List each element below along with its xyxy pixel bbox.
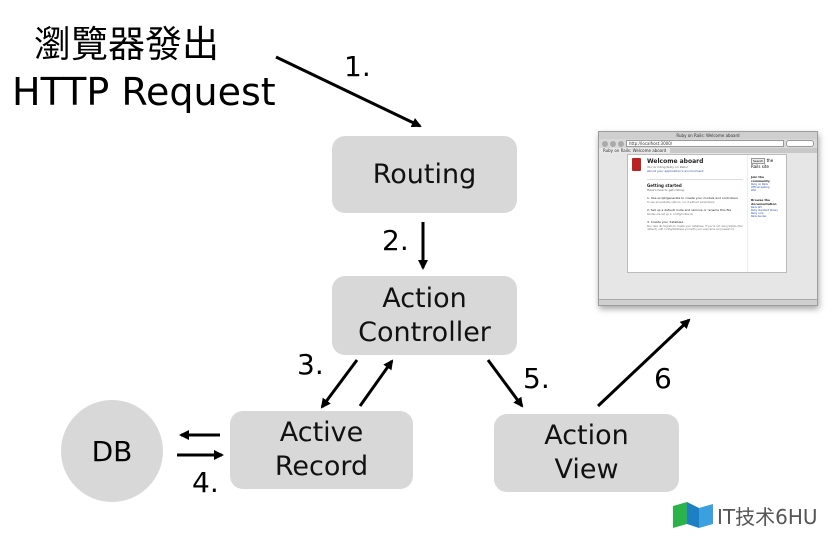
rails-environment-link: About your application's environment [647, 169, 704, 173]
step-3-label: 3. [297, 348, 324, 381]
action-controller-label-line-2: Controller [358, 316, 491, 348]
getting-started-heading: Getting started [647, 183, 682, 188]
rails-welcome-heading: Welcome aboard [647, 158, 704, 165]
rails-step-3-note: Run rake db:migrate to create your datab… [647, 225, 743, 231]
reload-icon [618, 140, 624, 147]
rails-main-column: Welcome aboard You're riding Ruby on Rai… [628, 155, 747, 272]
arrow-controller-to-record [320, 359, 359, 409]
browser-toolbar: http://localhost:3000/ [599, 139, 817, 148]
database-node: DB [61, 400, 163, 502]
active-record-node: Active Record [230, 411, 413, 489]
rails-logo-icon [632, 158, 641, 171]
browser-search-box [786, 140, 814, 147]
active-record-label-line-2: Record [274, 451, 369, 482]
arrow-controller-to-view [486, 359, 524, 408]
join-link: Wiki [751, 189, 757, 192]
join-link: Ruby on Rails [751, 183, 768, 186]
step-5-label: 5. [523, 362, 550, 395]
join-link: Official weblog [751, 186, 770, 189]
browser-url-bar: http://localhost:3000/ [626, 140, 784, 147]
browser-titlebar: Ruby on Rails: Welcome aboard [599, 132, 817, 139]
database-label: DB [91, 434, 133, 468]
active-record-label-line-1: Active [279, 417, 364, 448]
step-6-label: 6 [654, 362, 672, 395]
browser-tab-bar: Ruby on Rails: Welcome aboard [599, 148, 817, 153]
action-controller-label-line-1: Action [382, 282, 467, 314]
rails-step-1-note: To see all available options, run it wit… [647, 201, 716, 204]
rails-step-2: 2. Set up a default route and remove or … [647, 208, 732, 212]
browser-statusbar [599, 299, 817, 305]
join-community-heading: Join the community [751, 175, 770, 183]
watermark-text: IT技术6HU [717, 504, 818, 529]
watermark-logo-icon [673, 502, 713, 528]
docs-link: Rails Guides [751, 215, 767, 218]
rails-welcome-page: Welcome aboard You're riding Ruby on Rai… [627, 154, 787, 273]
diagram-title-line-1: 瀏覽器發出 [34, 23, 219, 66]
docs-link: Ruby core [751, 212, 764, 215]
getting-started-section: Getting started Here's how to get rollin… [647, 179, 743, 231]
action-controller-node: Action Controller [332, 276, 517, 355]
step-4-label: 4. [192, 466, 219, 499]
action-view-label-line-1: Action [544, 420, 629, 451]
rails-sidebar: Search the Rails site Join the community… [747, 155, 786, 272]
routing-node: Routing [332, 136, 517, 213]
step-1-label: 1. [344, 50, 371, 83]
step-2-label: 2. [382, 224, 409, 257]
forward-icon [610, 140, 616, 147]
arrow-record-to-controller [358, 359, 394, 407]
rails-step-3: 3. Create your database [647, 220, 684, 224]
arrow-request-to-routing [275, 55, 422, 128]
rails-search-row: Search the Rails site [751, 158, 783, 169]
back-icon [602, 140, 608, 147]
browse-docs-heading: Browse the documentation [751, 198, 777, 206]
action-view-label-line-2: View [554, 454, 619, 485]
arrow-view-to-browser [596, 318, 691, 408]
watermark: IT技术6HU [673, 500, 818, 530]
browser-window-screenshot: Ruby on Rails: Welcome aboard http://loc… [598, 131, 818, 306]
rails-search-label: the Rails site [751, 158, 774, 169]
action-view-node: Action View [494, 414, 679, 492]
docs-link: Ruby standard library [751, 209, 778, 212]
rails-step-2-note: Routes are set up in config/routes.rb. [647, 213, 694, 216]
rails-step-1: 1. Use script/generate to create your mo… [647, 196, 738, 200]
browser-tab: Ruby on Rails: Welcome aboard [599, 148, 671, 153]
diagram-title-line-2: HTTP Request [12, 70, 276, 114]
routing-label: Routing [372, 158, 477, 190]
getting-started-subtitle: Here's how to get rolling: [647, 188, 685, 192]
rails-tagline: You're riding Ruby on Rails! [647, 165, 688, 169]
docs-link: Rails API [751, 206, 762, 209]
